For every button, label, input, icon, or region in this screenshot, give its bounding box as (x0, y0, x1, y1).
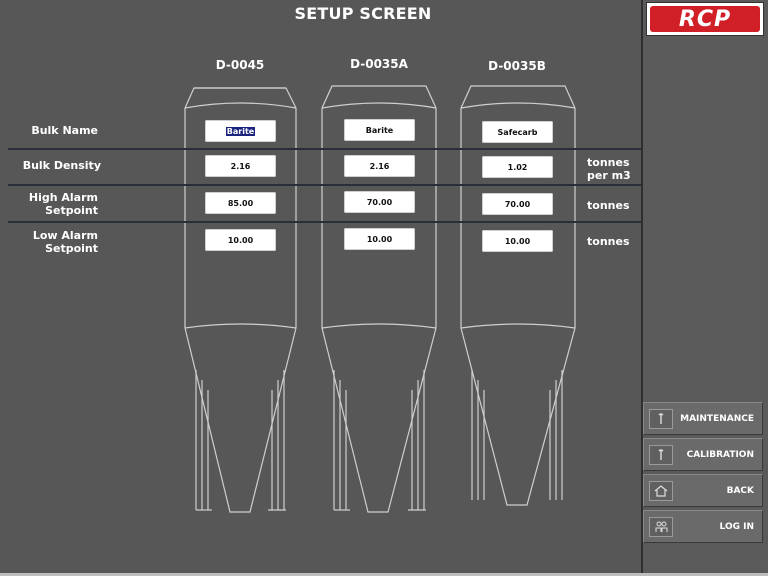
wrench-icon (649, 408, 673, 429)
bulk-density-input-d0045[interactable]: 2.16 (205, 155, 276, 177)
row-divider (8, 184, 641, 186)
back-button[interactable]: BACK (643, 474, 763, 507)
low-alarm-input-d0035b[interactable]: 10.00 (482, 230, 553, 252)
unit-density: tonnes per m3 (587, 156, 631, 182)
bulk-density-input-d0035b[interactable]: 1.02 (482, 156, 553, 178)
tank-d0035a-silhouette (321, 85, 437, 513)
bulk-name-input-d0035a[interactable]: Barite (344, 119, 415, 141)
tank-label-d0045: D-0045 (215, 58, 265, 72)
unit-density-line2: per m3 (587, 169, 631, 182)
label-low-alarm: Low Alarm Setpoint (10, 229, 98, 255)
calibration-button[interactable]: CALIBRATION (643, 438, 763, 471)
vertical-divider (641, 0, 643, 576)
calibration-label: CALIBRATION (686, 449, 754, 460)
login-button[interactable]: LOG IN (643, 510, 763, 543)
label-bulk-name: Bulk Name (31, 124, 98, 137)
low-alarm-input-d0035a[interactable]: 10.00 (344, 228, 415, 250)
tank-graphics (184, 85, 576, 513)
rcp-logo-text: RCP (678, 6, 732, 32)
bulk-density-input-d0035a[interactable]: 2.16 (344, 155, 415, 177)
unit-high-alarm: tonnes (587, 199, 630, 212)
label-high-alarm-line1: High Alarm (28, 191, 98, 204)
tank-d0035b-silhouette (460, 85, 576, 506)
unit-low-alarm: tonnes (587, 235, 630, 248)
label-low-alarm-line1: Low Alarm (32, 229, 98, 242)
high-alarm-input-d0045[interactable]: 85.00 (205, 192, 276, 214)
tank-label-d0035b: D-0035B (488, 59, 546, 73)
maintenance-label: MAINTENANCE (680, 413, 754, 424)
high-alarm-input-d0035a[interactable]: 70.00 (344, 191, 415, 213)
unit-density-line1: tonnes (587, 156, 630, 169)
rcp-logo: RCP (646, 2, 764, 36)
users-icon (649, 516, 673, 537)
tank-label-d0035a: D-0035A (350, 57, 408, 71)
label-high-alarm: High Alarm Setpoint (10, 191, 98, 217)
label-low-alarm-line2: Setpoint (45, 242, 98, 255)
bulk-name-value: Barite (225, 126, 256, 136)
low-alarm-input-d0045[interactable]: 10.00 (205, 229, 276, 251)
bottom-border (0, 573, 768, 576)
maintenance-button[interactable]: MAINTENANCE (643, 402, 763, 435)
bulk-name-input-d0035b[interactable]: Safecarb (482, 121, 553, 143)
high-alarm-input-d0035b[interactable]: 70.00 (482, 193, 553, 215)
login-label: LOG IN (719, 521, 754, 532)
back-label: BACK (726, 485, 754, 496)
tank-d0045-silhouette (184, 87, 297, 513)
row-divider (8, 148, 641, 150)
home-icon (649, 480, 673, 501)
page-title: SETUP SCREEN (294, 4, 432, 23)
bulk-name-input-d0045[interactable]: Barite (205, 120, 276, 142)
row-divider (8, 221, 641, 223)
label-high-alarm-line2: Setpoint (45, 204, 98, 217)
wrench-icon (649, 444, 673, 465)
label-bulk-density: Bulk Density (22, 159, 101, 172)
rcp-logo-badge: RCP (650, 6, 760, 32)
